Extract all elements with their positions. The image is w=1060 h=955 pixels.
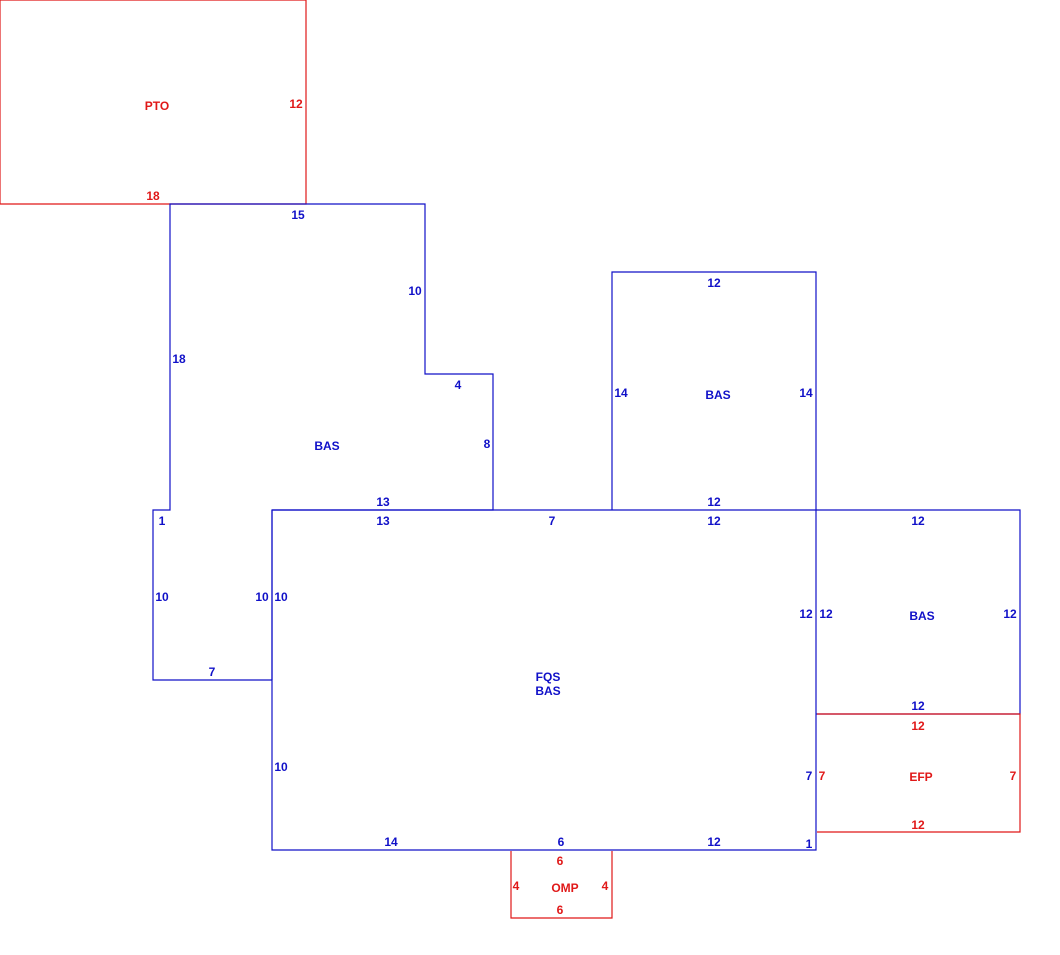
bas-ur-dim-top: 12 (707, 276, 721, 290)
omp-label: OMP (551, 881, 578, 895)
bas-r-dim-bottom: 12 (911, 699, 925, 713)
bas-ul-dim-left: 18 (172, 352, 186, 366)
omp-dim-left: 4 (513, 879, 520, 893)
main-label-fqs: FQS (536, 670, 561, 684)
efp-dim-left: 7 (819, 769, 826, 783)
omp-area: OMP 6 4 4 6 (510, 851, 613, 919)
main-outline (271, 509, 817, 851)
bas-ul-dim-step-top: 4 (455, 378, 462, 392)
main-dim-right-jog: 1 (806, 837, 813, 851)
efp-outline (817, 713, 1021, 833)
main-dim-top-1: 13 (376, 514, 390, 528)
pto-label: PTO (145, 99, 169, 113)
bas-ul-dim-step-right-lower: 8 (484, 437, 491, 451)
bas-r-dim-top: 12 (911, 514, 925, 528)
bas-right-label: BAS (909, 609, 934, 623)
bas-right-area: BAS 12 12 12 12 (816, 509, 1021, 715)
bas-r-dim-right: 12 (1003, 607, 1017, 621)
bas-upper-right-label: BAS (705, 388, 730, 402)
omp-dim-right: 4 (602, 879, 609, 893)
pto-area: PTO 12 18 (0, 0, 307, 205)
bas-upper-left-label: BAS (314, 439, 339, 453)
bas-ul-dim-left-jog: 1 (159, 514, 166, 528)
bas-upper-right-outline (611, 271, 817, 510)
main-dim-right-lower: 7 (806, 769, 813, 783)
bas-r-dim-left: 12 (819, 607, 833, 621)
bas-ul-dim-step-right: 10 (408, 284, 422, 298)
omp-dim-bottom: 6 (557, 903, 564, 917)
bas-ul-dim-top: 15 (291, 208, 305, 222)
pto-dim-bottom: 18 (146, 189, 160, 203)
bas-upper-right-area: BAS 12 14 14 12 (611, 271, 817, 510)
main-dim-left-lower: 10 (274, 760, 288, 774)
bas-upper-left-area: BAS 15 10 4 8 13 18 1 10 7 10 (152, 203, 494, 681)
main-area: FQS BAS 13 7 12 10 10 12 7 1 14 6 12 (271, 509, 817, 851)
efp-dim-right: 7 (1010, 769, 1017, 783)
efp-dim-bottom: 12 (911, 818, 925, 832)
pto-dim-right: 12 (289, 97, 303, 111)
main-dim-left-upper: 10 (274, 590, 288, 604)
bas-ul-dim-bottom-left: 7 (209, 665, 216, 679)
omp-dim-top: 6 (557, 854, 564, 868)
main-dim-bottom-2: 6 (558, 835, 565, 849)
main-dim-top-3: 12 (707, 514, 721, 528)
main-dim-bottom-1: 14 (384, 835, 398, 849)
efp-dim-top: 12 (911, 719, 925, 733)
main-dim-bottom-3: 12 (707, 835, 721, 849)
main-dim-right-upper: 12 (799, 607, 813, 621)
omp-outline (510, 851, 613, 919)
bas-ur-dim-left: 14 (614, 386, 628, 400)
efp-area: EFP 12 7 7 12 (817, 713, 1021, 833)
bas-ur-dim-bottom: 12 (707, 495, 721, 509)
efp-label: EFP (909, 770, 932, 784)
main-dim-top-2: 7 (549, 514, 556, 528)
bas-ul-dim-right-lower: 10 (255, 590, 269, 604)
bas-ul-dim-bottom: 13 (376, 495, 390, 509)
bas-ur-dim-right: 14 (799, 386, 813, 400)
bas-ul-dim-left-lower: 10 (155, 590, 169, 604)
main-label-bas: BAS (535, 684, 560, 698)
